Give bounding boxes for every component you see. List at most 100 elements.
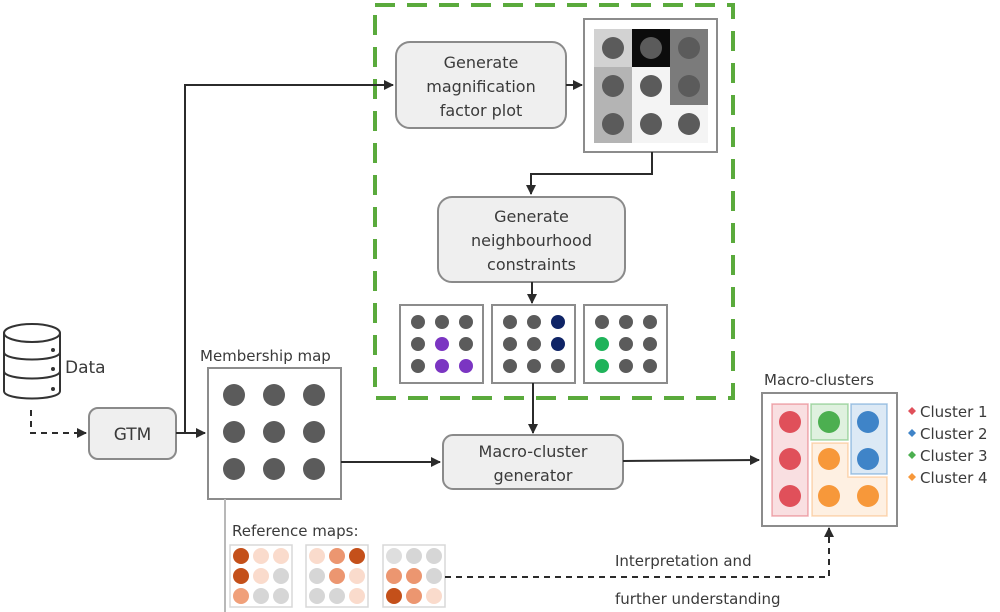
cluster-node <box>818 411 840 433</box>
generate-neighbourhood-step[interactable]: Generate neighbourhood constraints <box>437 196 626 283</box>
reference-node <box>273 588 289 604</box>
map-node <box>602 113 624 135</box>
cluster-node <box>857 411 879 433</box>
map-node <box>263 458 285 480</box>
generate-magnification-step[interactable]: Generate magnification factor plot <box>395 41 567 129</box>
reference-node <box>426 588 442 604</box>
database-icon <box>3 323 61 400</box>
map-node <box>595 337 609 351</box>
plot-to-neighbourhood-arrow <box>526 152 653 195</box>
map-node <box>223 384 245 406</box>
reference-node <box>253 568 269 584</box>
map-node <box>411 337 425 351</box>
map-node <box>459 359 473 373</box>
map-node <box>602 37 624 59</box>
map-node <box>263 421 285 443</box>
reference-node <box>386 568 402 584</box>
neighbourhood-label-2: neighbourhood <box>471 231 592 250</box>
map-node <box>551 337 565 351</box>
map-node <box>595 359 609 373</box>
magnification-label-1: Generate <box>444 53 519 72</box>
neighbourhood-maps <box>399 304 668 384</box>
gtm-step[interactable]: GTM <box>88 407 177 460</box>
reference-node <box>349 548 365 564</box>
magnification-label-2: magnification <box>426 77 535 96</box>
reference-node <box>406 588 422 604</box>
reference-node <box>386 548 402 564</box>
map-node <box>303 421 325 443</box>
reference-node <box>309 588 325 604</box>
cluster-node <box>779 448 801 470</box>
generator-label-2: generator <box>493 466 572 485</box>
map-node <box>619 337 633 351</box>
reference-node <box>233 568 249 584</box>
map-node <box>223 458 245 480</box>
map-node <box>595 315 609 329</box>
legend-marker-icon <box>908 451 916 459</box>
interpretation-label-2: further understanding <box>615 590 781 608</box>
generator-to-clusters-arrow <box>622 455 760 466</box>
cluster-node <box>779 411 801 433</box>
legend-marker-icon <box>908 407 916 415</box>
reference-node <box>349 568 365 584</box>
map-node <box>459 315 473 329</box>
reference-node <box>309 568 325 584</box>
map-node <box>435 315 449 329</box>
map-node <box>223 421 245 443</box>
reference-maps-title: Reference maps: <box>232 522 359 540</box>
reference-node <box>329 568 345 584</box>
data-label: Data <box>65 358 106 378</box>
reference-node <box>426 568 442 584</box>
membership-map <box>207 367 342 500</box>
cluster-node <box>818 448 840 470</box>
map-node <box>640 113 662 135</box>
map-node <box>602 75 624 97</box>
map-node <box>411 359 425 373</box>
map-node <box>551 315 565 329</box>
map-node <box>303 458 325 480</box>
legend-label: Cluster 4 <box>920 469 988 487</box>
macro-clusters-map <box>761 392 898 527</box>
map-node <box>551 359 565 373</box>
macro-cluster-generator-step[interactable]: Macro-cluster generator <box>442 434 624 490</box>
macro-clusters-title: Macro-clusters <box>764 371 874 389</box>
reference-node <box>349 588 365 604</box>
neighbourhood-label-3: constraints <box>487 255 576 274</box>
map-node <box>678 75 700 97</box>
map-node <box>640 37 662 59</box>
legend-label: Cluster 3 <box>920 447 988 465</box>
map-node <box>678 37 700 59</box>
map-node <box>459 337 473 351</box>
map-node <box>527 315 541 329</box>
map-node <box>643 359 657 373</box>
reference-node <box>273 568 289 584</box>
map-node <box>640 75 662 97</box>
map-node <box>263 384 285 406</box>
reference-node <box>329 588 345 604</box>
cluster-node <box>857 448 879 470</box>
map-node <box>527 337 541 351</box>
reference-node <box>253 548 269 564</box>
reference-node <box>309 548 325 564</box>
gtm-label: GTM <box>114 425 152 445</box>
legend-label: Cluster 1 <box>920 403 988 421</box>
map-node <box>678 113 700 135</box>
reference-node <box>406 568 422 584</box>
reference-maps <box>229 544 446 608</box>
reference-node <box>233 548 249 564</box>
legend-label: Cluster 2 <box>920 425 988 443</box>
map-node <box>643 315 657 329</box>
cluster-node <box>857 485 879 507</box>
reference-node <box>233 588 249 604</box>
cluster-node <box>779 485 801 507</box>
neighbourhood-label-1: Generate <box>494 207 569 226</box>
legend-marker-icon <box>908 473 916 481</box>
cluster-legend: Cluster 1 Cluster 2 Cluster 3 Cluster 4 <box>908 403 988 487</box>
magnification-label-3: factor plot <box>440 101 523 120</box>
legend-marker-icon <box>908 429 916 437</box>
reference-node <box>253 588 269 604</box>
reference-node <box>329 548 345 564</box>
map-node <box>527 359 541 373</box>
generator-label-1: Macro-cluster <box>479 442 588 461</box>
